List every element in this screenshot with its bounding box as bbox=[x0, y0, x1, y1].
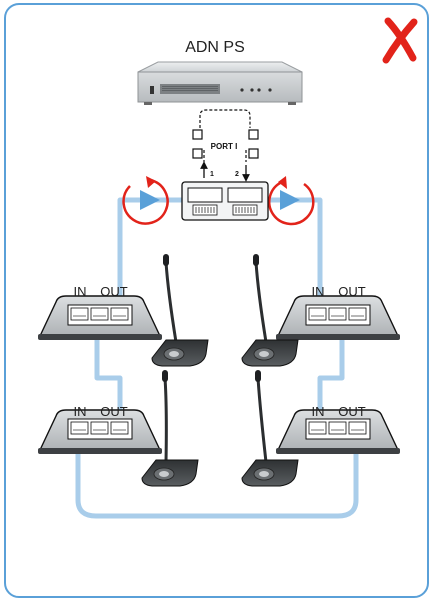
connection-unit-1: IN OUT bbox=[38, 284, 162, 340]
microphone-console-4 bbox=[241, 370, 299, 487]
connection-unit-4: IN OUT bbox=[276, 404, 400, 454]
unit-out-label: OUT bbox=[338, 404, 366, 419]
connection-unit-3: IN OUT bbox=[38, 404, 162, 454]
unit-in-label: IN bbox=[74, 404, 87, 419]
cross-mark-icon bbox=[382, 17, 418, 64]
port-connectors bbox=[192, 129, 259, 159]
microphone-console-3 bbox=[141, 370, 199, 487]
port-label: PORT I bbox=[211, 142, 238, 151]
port-arrows bbox=[200, 161, 250, 182]
port-number-1: 1 bbox=[210, 171, 214, 178]
port-number-2: 2 bbox=[235, 171, 239, 178]
unit-in-label: IN bbox=[74, 284, 87, 299]
device-title: ADN PS bbox=[185, 39, 245, 56]
unit-out-label: OUT bbox=[338, 284, 366, 299]
unit-out-label: OUT bbox=[100, 284, 128, 299]
microphone-console-2 bbox=[241, 254, 299, 367]
unit-out-label: OUT bbox=[100, 404, 128, 419]
loop-indicator-right bbox=[268, 176, 315, 226]
loop-indicator-left bbox=[122, 176, 169, 225]
microphone-console-1 bbox=[151, 254, 209, 367]
unit-in-label: IN bbox=[312, 284, 325, 299]
connection-unit-2: IN OUT bbox=[276, 284, 400, 340]
port-wiring bbox=[199, 109, 251, 162]
network-splitter bbox=[181, 181, 269, 221]
unit-in-label: IN bbox=[312, 404, 325, 419]
power-supply-unit bbox=[137, 61, 303, 105]
